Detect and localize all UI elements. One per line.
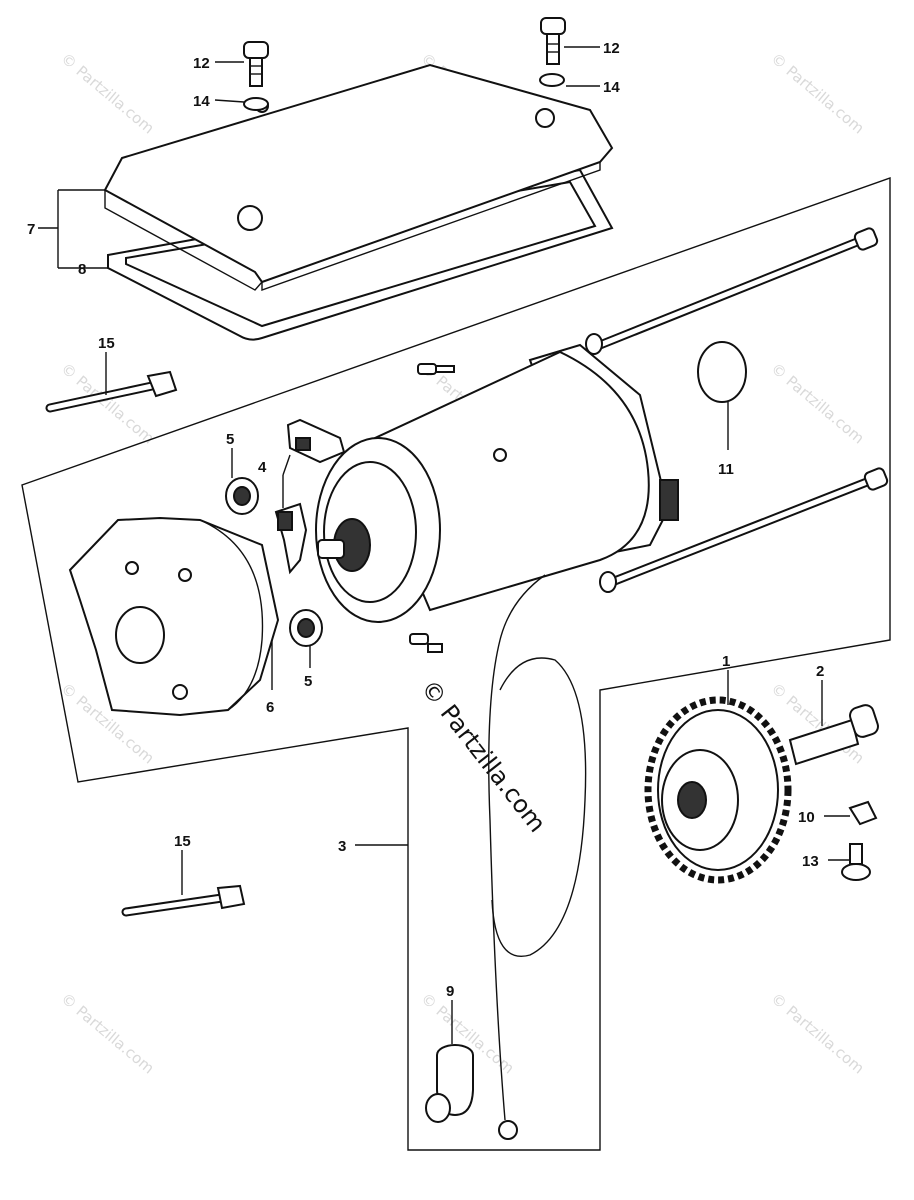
bolt-15-lower: [121, 884, 246, 917]
bearing-5-upper: [225, 477, 259, 515]
starter-cable-3-loop: [491, 657, 587, 957]
callout-9: 9: [446, 983, 454, 1000]
cable-terminal: [498, 1120, 518, 1140]
cover-edge: [261, 162, 601, 291]
callout-11: 11: [718, 461, 734, 478]
brush-holder-4: [274, 418, 346, 575]
callout-3: 3: [338, 838, 346, 855]
callout-4: 4: [258, 459, 267, 476]
starter-cable-3: [488, 574, 546, 1121]
cover-assembly: [103, 63, 614, 341]
screw-upper: [417, 363, 455, 375]
washer-14-left: [243, 97, 269, 111]
assembly-outline: [21, 177, 891, 1151]
bearing-5-lower: [289, 609, 323, 647]
callout-7: 7: [27, 221, 35, 238]
watermark-main: © Partzilla.com: [415, 674, 551, 837]
callout-6: 6: [266, 699, 274, 716]
screw-lower: [409, 633, 443, 653]
cover-edge: [104, 190, 263, 291]
washer-14-right: [539, 73, 565, 87]
watermark-faint: © Partzilla.com: [767, 359, 867, 447]
callout-8: 8: [78, 261, 86, 278]
through-bolt-upper: [585, 227, 879, 355]
watermark-faint: © Partzilla.com: [57, 989, 157, 1077]
armature-shaft: [317, 539, 345, 559]
callout-13: 13: [802, 853, 819, 870]
callout-12-right: 12: [603, 40, 620, 57]
watermark-faint: © Partzilla.com: [57, 49, 157, 137]
callout-labels: 12 14 12 14 7 8 15 5 4 5 6 11 1 2 10 13 …: [27, 40, 824, 1000]
leader-lines: [38, 46, 850, 1044]
callout-5-lower: 5: [304, 673, 312, 690]
callout-2: 2: [816, 663, 824, 680]
gear-shaft-2: [788, 704, 879, 766]
through-bolt-lower: [599, 467, 889, 593]
bolt-12-right: [540, 17, 566, 65]
starter-motor: [315, 343, 679, 623]
callout-10: 10: [798, 809, 815, 826]
cover-hole: [237, 205, 263, 231]
shaft-stopper-10: [848, 800, 878, 826]
motor-rivet: [493, 448, 507, 462]
callout-14-left: 14: [193, 93, 210, 110]
front-cover-6: [68, 516, 280, 717]
starter-gear-1: [644, 696, 792, 884]
callout-15-lower: 15: [174, 833, 191, 850]
screw-13: [841, 843, 871, 881]
callout-1: 1: [722, 653, 730, 670]
cover-hole: [535, 108, 555, 128]
watermark-faint: © Partzilla.com: [767, 989, 867, 1077]
callout-12-left: 12: [193, 55, 210, 72]
callout-5-upper: 5: [226, 431, 234, 448]
watermark-faint: © Partzilla.com: [767, 49, 867, 137]
callout-15-upper: 15: [98, 335, 115, 352]
o-ring-11: [697, 341, 747, 403]
bolt-15-upper: [45, 370, 178, 413]
callout-14-right: 14: [603, 79, 620, 96]
pinion-shaft: [659, 479, 679, 521]
cable-boot-9: [425, 1044, 474, 1123]
bolt-12-left: [243, 41, 269, 87]
